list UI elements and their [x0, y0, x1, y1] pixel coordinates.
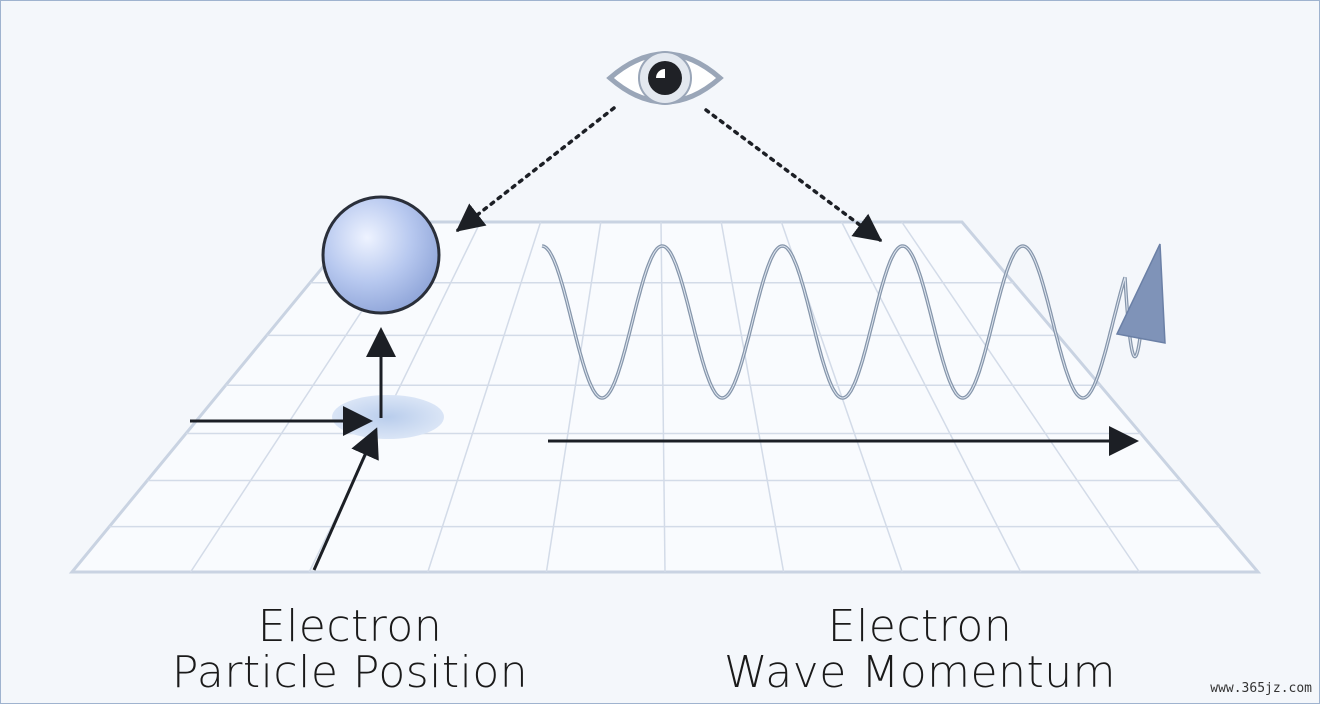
particle-caption-line2: Particle Position — [171, 647, 529, 698]
grid-line-vertical — [720, 221, 785, 573]
grid-line-vertical — [840, 221, 1022, 573]
wave-arrowhead — [1115, 243, 1166, 344]
particle-position-caption: Electron Particle Position — [130, 604, 570, 696]
y-position-arrow — [312, 427, 379, 571]
observe-wave-arrow — [704, 108, 883, 242]
watermark: www.365jz.com — [1210, 681, 1312, 696]
grid-line-vertical — [427, 221, 542, 573]
sphere-icon — [321, 195, 441, 315]
grid-line-vertical — [901, 221, 1141, 573]
grid-line-vertical — [660, 221, 666, 573]
wave-momentum-caption: Electron Wave Momentum — [690, 604, 1150, 696]
particle-shadow — [332, 395, 444, 439]
momentum-wave-highlight — [541, 245, 1141, 399]
eye-icon — [606, 51, 724, 105]
wave-caption-line1: Electron — [827, 601, 1013, 652]
wave-caption-line2: Wave Momentum — [724, 647, 1116, 698]
grid-line-vertical — [545, 221, 602, 573]
observe-particle-arrow — [455, 106, 616, 232]
particle-caption-line1: Electron — [257, 601, 443, 652]
